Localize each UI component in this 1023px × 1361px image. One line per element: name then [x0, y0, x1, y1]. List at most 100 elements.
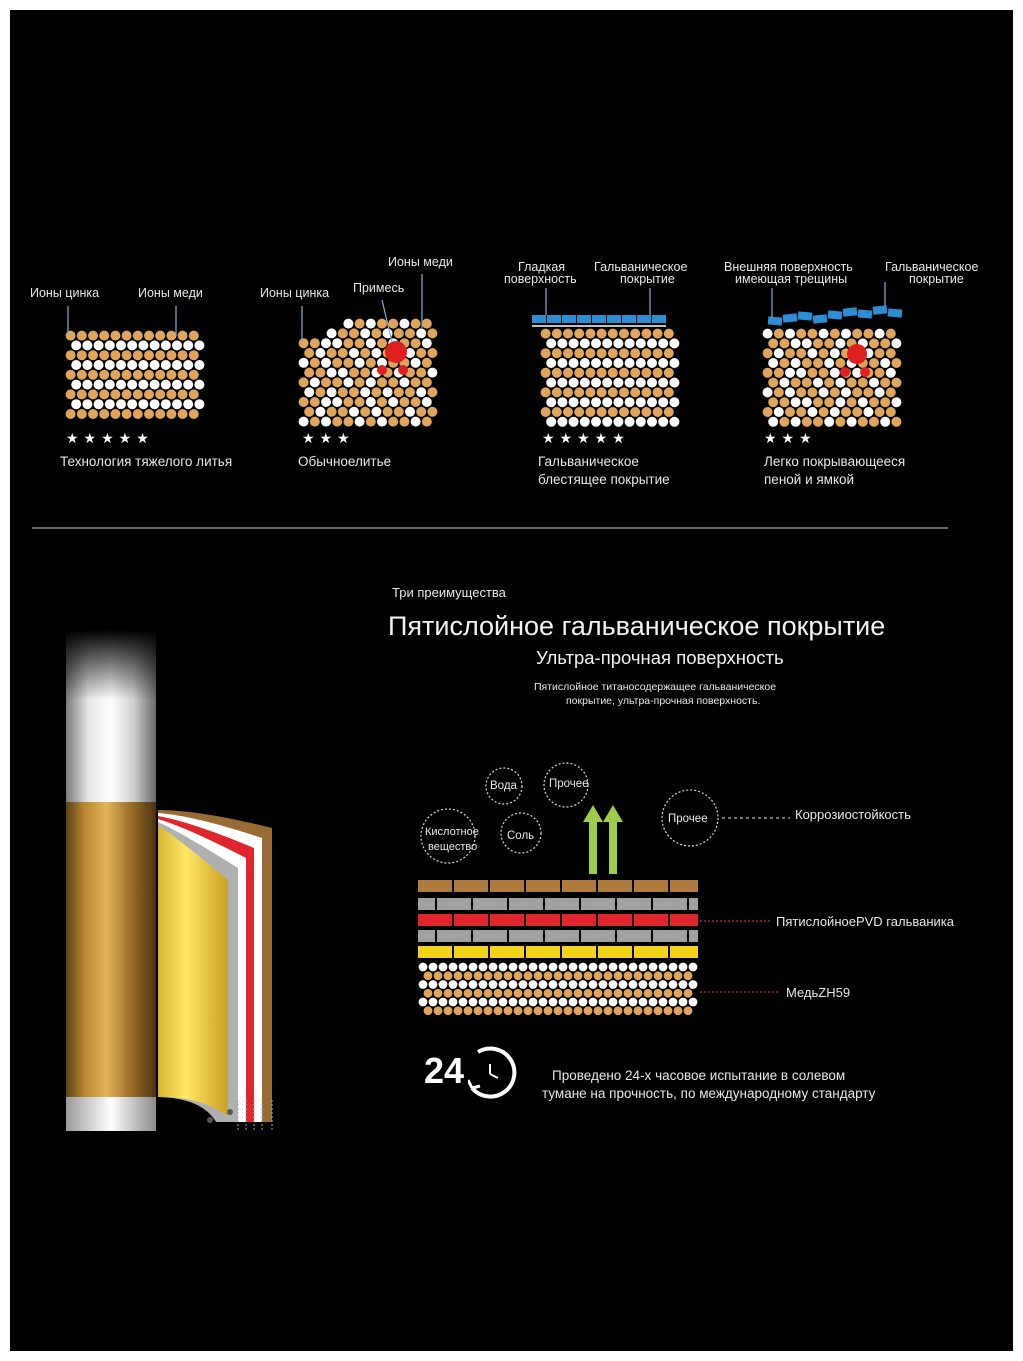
ion-circle [138, 399, 149, 410]
brown-layer [490, 880, 524, 892]
ion-circle [598, 997, 608, 1007]
ion-circle [433, 988, 443, 998]
ion-circle [416, 387, 427, 398]
ion-circle [869, 358, 879, 368]
gray-layer [545, 930, 579, 942]
red-layer [670, 914, 698, 926]
ion-circle [824, 397, 835, 408]
ion-circle [188, 409, 199, 419]
ion-circle [568, 358, 579, 368]
ion-circle [463, 1006, 473, 1016]
red-layer [490, 914, 524, 926]
yellow-layer [634, 946, 668, 958]
panel3-caption-2: блестящее покрытие [538, 472, 670, 487]
ion-circle [568, 416, 579, 427]
ion-circle [177, 409, 188, 419]
ion-circle [768, 338, 779, 349]
ion-circle [668, 980, 678, 989]
ion-circle [818, 387, 829, 398]
ion-circle [354, 338, 365, 349]
gray-layer [581, 930, 615, 942]
ion-circle [835, 377, 846, 388]
ion-circle [585, 387, 596, 398]
ion-circle [630, 328, 641, 339]
ion-circle [591, 358, 601, 368]
ion-circle [116, 340, 126, 351]
panel3-label-coating-2: покрытие [620, 272, 675, 286]
ion-circle [596, 328, 607, 339]
ion-circle [841, 387, 851, 398]
ion-circle [177, 330, 188, 341]
ion-circle [298, 377, 309, 388]
ion-circle [652, 348, 663, 359]
ion-circle [638, 997, 648, 1007]
ion-circle [498, 980, 508, 989]
ion-circle [579, 377, 590, 388]
ion-circle [557, 358, 568, 368]
ion-circle [365, 318, 376, 329]
ion-circle [127, 340, 138, 351]
ion-circle [453, 988, 463, 998]
gray-layer [509, 898, 543, 910]
ion-circle [641, 367, 652, 378]
ion-circle [160, 399, 171, 410]
coating-tile-cracked [857, 309, 873, 319]
gray-layer [473, 930, 507, 942]
ion-circle [172, 379, 182, 390]
test-text-2: тумане на прочность, по международному с… [542, 1086, 876, 1101]
ion-circle [166, 409, 177, 419]
ion-circle [633, 988, 643, 998]
ion-circle [315, 387, 326, 398]
ion-circle [785, 328, 795, 339]
ion-circle [540, 407, 551, 417]
ion-circle [874, 387, 885, 398]
ion-circle [421, 397, 432, 407]
ion-circle [332, 377, 343, 388]
ion-circle [523, 971, 533, 981]
ion-circle [635, 338, 646, 349]
ion-circle [628, 980, 638, 989]
ion-circle [65, 369, 76, 380]
ion-circle [309, 357, 320, 368]
bubble-other-2: Прочее [668, 813, 708, 825]
ion-circle [641, 328, 652, 339]
ion-circle [663, 348, 674, 359]
ion-circle [546, 416, 557, 427]
ion-circle [493, 971, 503, 981]
ion-circle [585, 367, 596, 378]
ion-circle [583, 971, 593, 981]
ion-circle [574, 328, 585, 339]
ion-circle [807, 328, 818, 339]
ion-circle [630, 407, 641, 417]
ion-circle [332, 416, 343, 427]
ion-circle [172, 360, 182, 370]
ion-circle [624, 338, 635, 349]
ion-circle [371, 328, 382, 339]
ion-circle [593, 971, 603, 981]
impurity-large [385, 341, 407, 363]
ion-circle [448, 997, 458, 1007]
ion-circle [790, 358, 801, 368]
gray-layer [418, 930, 435, 942]
ion-circle [377, 416, 387, 427]
panel2-label-zinc: Ионы цинка [260, 286, 330, 300]
ion-circle [132, 350, 143, 361]
ion-circle [773, 407, 784, 417]
coating-tile [532, 315, 546, 323]
ion-circle [478, 962, 488, 972]
ion-circle [628, 962, 638, 972]
ion-circle [613, 397, 624, 408]
ion-circle [343, 318, 354, 329]
ion-circle [891, 397, 902, 408]
ion-circle [583, 1006, 593, 1016]
ion-circle [360, 406, 371, 417]
ion-circle [829, 407, 840, 417]
impurity-small [398, 365, 408, 375]
advantage-title: Пятислойное гальваническое покрытие [388, 611, 886, 641]
ion-circle [563, 367, 573, 378]
ion-circle [818, 348, 829, 359]
ion-circle [399, 318, 410, 329]
ion-circle [377, 318, 387, 329]
ion-circle [790, 377, 801, 388]
ion-circle [869, 338, 879, 349]
